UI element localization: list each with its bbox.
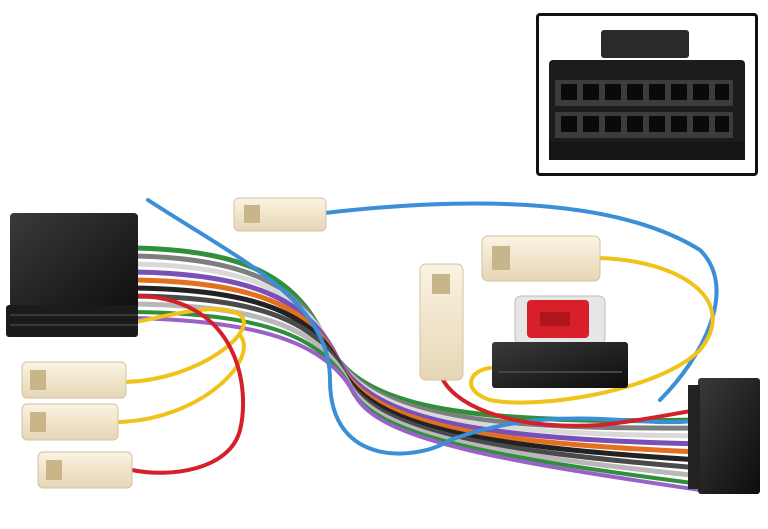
wire-bundle xyxy=(132,245,703,492)
connector-closeup-inset xyxy=(536,13,758,176)
red-wires xyxy=(130,294,702,475)
terminal-top xyxy=(233,197,327,232)
terminal-left-1 xyxy=(21,361,127,399)
iso-connector-left xyxy=(6,213,138,337)
terminal-left-3 xyxy=(37,451,133,489)
terminal-upper-right xyxy=(481,235,601,282)
terminal-left-2 xyxy=(21,403,119,441)
fuse-holder xyxy=(492,295,628,388)
yellow-wires xyxy=(116,256,715,424)
connector-closeup-illustration xyxy=(549,30,745,160)
blue-wire xyxy=(146,198,719,456)
terminal-vertical xyxy=(419,263,464,381)
connector-right xyxy=(688,378,760,494)
